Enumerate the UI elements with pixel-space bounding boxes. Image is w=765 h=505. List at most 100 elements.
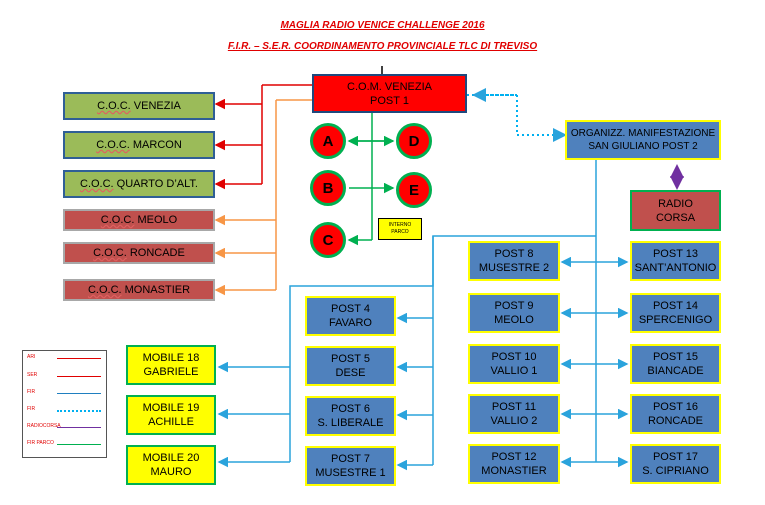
post-location: VALLIO 2 — [490, 415, 538, 427]
post-number: POST 13 — [652, 248, 699, 260]
post-number: POST 15 — [652, 351, 699, 363]
coc-venezia-node: C.O.C. VENEZIA — [63, 92, 215, 120]
legend-label-ari: ARI — [27, 354, 36, 360]
legend-line-radiocorsa — [57, 427, 101, 428]
post-9-node: POST 9 MEOLO — [468, 293, 560, 333]
coc-name: QUARTO D’ALT. — [113, 178, 198, 190]
post-8-node: POST 8 MUSESTRE 2 — [468, 241, 560, 281]
coc-abbr: C.O.C. — [80, 178, 114, 190]
post-10-node: POST 10 VALLIO 1 — [468, 344, 560, 384]
coc-name: MONASTIER — [121, 284, 191, 296]
post-number: POST 14 — [652, 300, 699, 312]
post-number: POST 17 — [652, 451, 699, 463]
radio-corsa-line2: CORSA — [655, 211, 696, 224]
coc-abbr: C.O.C. — [96, 139, 130, 151]
post-number: POST 10 — [491, 351, 537, 363]
coc-monastier-node: C.O.C. MONASTIER — [63, 279, 215, 301]
coc-abbr: C.O.C. — [97, 100, 131, 112]
coc-abbr: C.O.C. — [87, 284, 122, 296]
circle-e: E — [396, 172, 432, 208]
radio-corsa-line1: RADIO — [658, 197, 693, 210]
post-12-node: POST 12 MONASTIER — [468, 444, 560, 484]
post-location: BIANCADE — [647, 365, 704, 377]
post-16-node: POST 16 RONCADE — [630, 394, 721, 434]
coc-name: RONCADE — [126, 247, 185, 259]
mobile-label: MOBILE 20 — [142, 452, 200, 464]
com-venezia-label: C.O.M. VENEZIA — [347, 80, 432, 93]
coc-abbr: C.O.C. — [93, 247, 127, 259]
post-number: POST 5 — [331, 353, 370, 365]
interno-parco-note: INTERNO PARCO — [378, 218, 422, 240]
legend-line-fir-parco — [57, 444, 101, 445]
coc-name: VENEZIA — [130, 100, 181, 112]
post-5-node: POST 5 DESE — [305, 346, 396, 386]
coc-name: MEOLO — [134, 214, 178, 226]
interno-parco-line1: INTERNO — [388, 222, 412, 228]
post-number: POST 16 — [652, 401, 699, 413]
post-location: DESE — [335, 367, 366, 379]
mobile-operator: ACHILLE — [148, 416, 194, 428]
mobile-label: MOBILE 18 — [142, 352, 200, 364]
post-location: MUSESTRE 2 — [478, 262, 550, 274]
mobile-19-node: MOBILE 19 ACHILLE — [126, 395, 216, 435]
circle-b: B — [310, 170, 346, 206]
post-7-node: POST 7 MUSESTRE 1 — [305, 446, 396, 486]
diagram-subtitle: F.I.R. – S.E.R. COORDINAMENTO PROVINCIAL… — [227, 41, 538, 52]
post-location: MEOLO — [494, 314, 534, 326]
post-14-node: POST 14 SPERCENIGO — [630, 293, 721, 333]
coc-abbr: C.O.C. — [100, 214, 135, 226]
mobile-operator: GABRIELE — [143, 366, 199, 378]
mobile-operator: MAURO — [150, 466, 192, 478]
circle-a: A — [310, 123, 346, 159]
post-location: SPERCENIGO — [638, 314, 713, 326]
mobile-20-node: MOBILE 20 MAURO — [126, 445, 216, 485]
coc-name: MARCON — [129, 139, 182, 151]
coc-marcon-node: C.O.C. MARCON — [63, 131, 215, 159]
organizzazione-node: ORGANIZZ. MANIFESTAZIONE SAN GIULIANO PO… — [565, 120, 721, 160]
coc-quarto-node: C.O.C. QUARTO D’ALT. — [63, 170, 215, 198]
legend: ARI SER FIR FIR RADIOCORSA FIR PARCO — [22, 350, 107, 458]
post-number: POST 11 — [491, 401, 537, 413]
mobile-label: MOBILE 19 — [142, 402, 200, 414]
organizzazione-label: ORGANIZZ. MANIFESTAZIONE — [570, 128, 716, 139]
circle-d: D — [396, 123, 432, 159]
diagram-title: MAGLIA RADIO VENICE CHALLENGE 2016 — [280, 20, 485, 31]
radio-corsa-node: RADIO CORSA — [630, 190, 721, 231]
post-location: S. LIBERALE — [317, 417, 384, 429]
post-location: MUSESTRE 1 — [315, 467, 386, 479]
post-17-node: POST 17 S. CIPRIANO — [630, 444, 721, 484]
post-location: MONASTIER — [481, 465, 547, 477]
post-number: POST 7 — [331, 453, 370, 465]
post-location: VALLIO 1 — [490, 365, 538, 377]
legend-label-fir-parco: FIR PARCO — [27, 440, 54, 446]
post-number: POST 12 — [491, 451, 537, 463]
post-location: RONCADE — [647, 415, 703, 427]
legend-line-ari — [57, 358, 101, 359]
legend-label-fir-dotted: FIR — [27, 406, 36, 412]
post-location: FAVARO — [329, 317, 372, 329]
coc-roncade-node: C.O.C. RONCADE — [63, 242, 215, 264]
legend-line-fir-dotted — [57, 410, 101, 412]
post-location: SANT’ANTONIO — [634, 262, 717, 274]
post-location: S. CIPRIANO — [642, 465, 709, 477]
post-number: POST 6 — [331, 403, 370, 415]
post-15-node: POST 15 BIANCADE — [630, 344, 721, 384]
coc-meolo-node: C.O.C. MEOLO — [63, 209, 215, 231]
post-number: POST 4 — [331, 303, 370, 315]
post-number: POST 9 — [494, 300, 534, 312]
post-number: POST 8 — [494, 248, 534, 260]
com-venezia-node: C.O.M. VENEZIA POST 1 — [312, 74, 467, 113]
legend-label-fir: FIR — [27, 389, 36, 395]
post-6-node: POST 6 S. LIBERALE — [305, 396, 396, 436]
legend-label-ser: SER — [27, 372, 38, 378]
post-11-node: POST 11 VALLIO 2 — [468, 394, 560, 434]
circle-c: C — [310, 222, 346, 258]
post-13-node: POST 13 SANT’ANTONIO — [630, 241, 721, 281]
post-4-node: POST 4 FAVARO — [305, 296, 396, 336]
legend-line-fir — [57, 393, 101, 394]
mobile-18-node: MOBILE 18 GABRIELE — [126, 345, 216, 385]
legend-label-radiocorsa: RADIOCORSA — [27, 423, 61, 429]
com-venezia-post: POST 1 — [370, 94, 409, 107]
